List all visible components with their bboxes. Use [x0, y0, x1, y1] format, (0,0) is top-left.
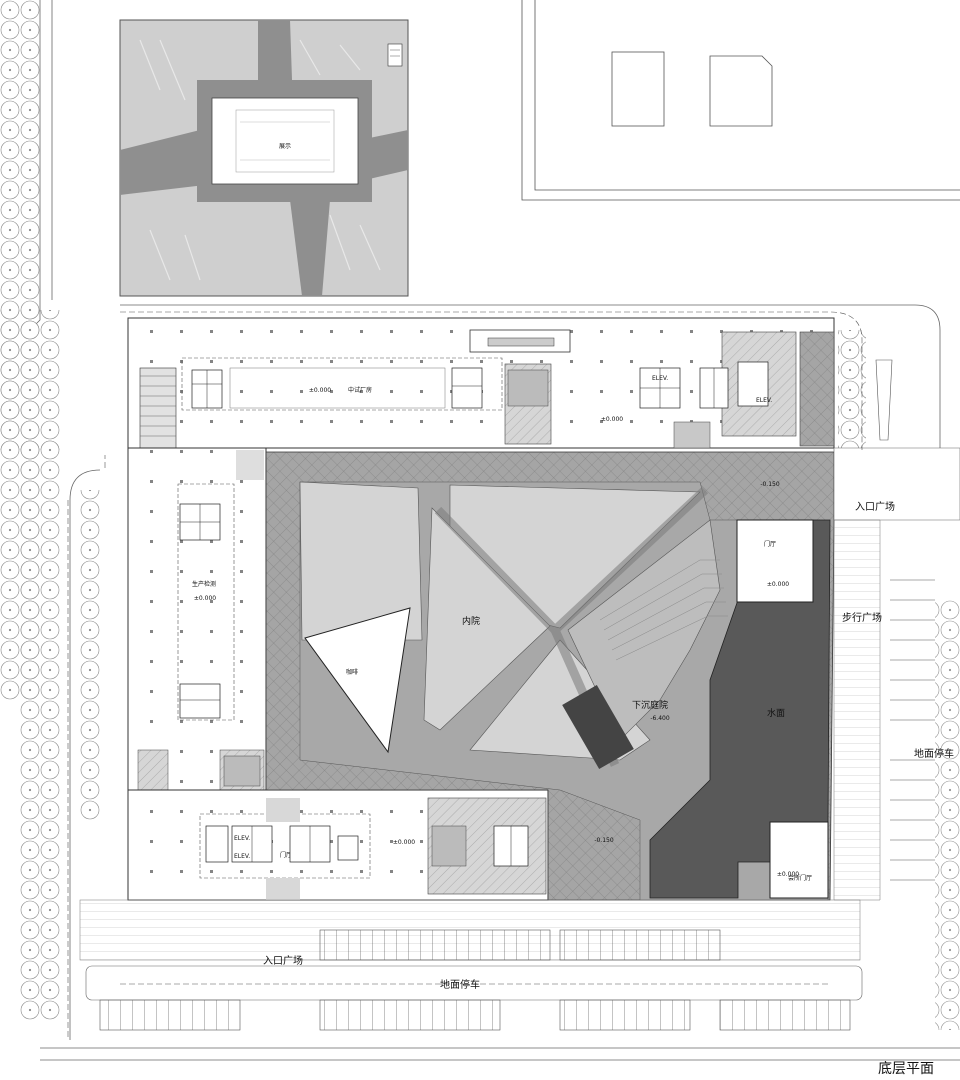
- drawing-title: 底层平面: [878, 1061, 934, 1077]
- cafe-label: 咖啡: [346, 668, 358, 676]
- lobby-pavilions: 门厅 ±0.000 会所门厅 ±0.000: [736, 519, 829, 899]
- water-feature: 水面: [649, 519, 831, 899]
- entrance-plaza-south-label: 入口广场: [263, 954, 303, 967]
- inner-courtyard-label: 内院: [462, 615, 480, 627]
- vehicle-route: [67, 311, 863, 1040]
- core-tag-d: ELEV.: [234, 853, 250, 860]
- north-elevation: ±0.000: [601, 416, 623, 423]
- south-lobby-label: 门厅: [280, 851, 292, 859]
- pedestrian-plaza-label: 步行广场: [842, 611, 882, 624]
- surface-parking-east-label: 地面停车: [914, 747, 954, 760]
- east-plaza: 入口广场 步行广场 地面停车: [833, 359, 960, 901]
- north-lobby-label: 门厅: [764, 540, 776, 548]
- core-tag-b: ELEV.: [756, 397, 772, 404]
- south-elevation: ±0.000: [393, 839, 415, 846]
- surface-parking-south-label: 地面停车: [440, 978, 480, 991]
- exhibit-label: 展示: [279, 143, 291, 150]
- deck-elevation-northeast: -0.150: [760, 481, 780, 488]
- club-elevation: ±0.000: [777, 871, 799, 878]
- sunken-elevation: -6.400: [650, 715, 670, 722]
- workshop-elevation: ±0.000: [309, 387, 331, 394]
- deck-elevation-south: -0.150: [594, 837, 614, 844]
- water-label: 水面: [767, 707, 785, 719]
- trial-workshop-label: 中试厂房: [348, 386, 372, 394]
- core-tag-c: ELEV.: [234, 835, 250, 842]
- core-tag-a: ELEV.: [652, 375, 668, 382]
- sunken-courtyard-label: 下沉庭院: [632, 699, 668, 711]
- production-testing-label: 生产检测: [192, 580, 216, 588]
- south-plaza: 入口广场 地面停车: [79, 899, 863, 1031]
- west-elevation: ±0.000: [194, 595, 216, 602]
- club-lobby-label: 会所门厅: [788, 874, 812, 882]
- entrance-plaza-east-label: 入口广场: [855, 500, 895, 513]
- neighbour-plot-northeast: [521, 0, 960, 201]
- lobby-elevation: ±0.000: [767, 581, 789, 588]
- neighbour-exhibit-block: 展示: [119, 19, 409, 297]
- planter-grids: [223, 369, 549, 867]
- street-trees: [0, 0, 960, 1030]
